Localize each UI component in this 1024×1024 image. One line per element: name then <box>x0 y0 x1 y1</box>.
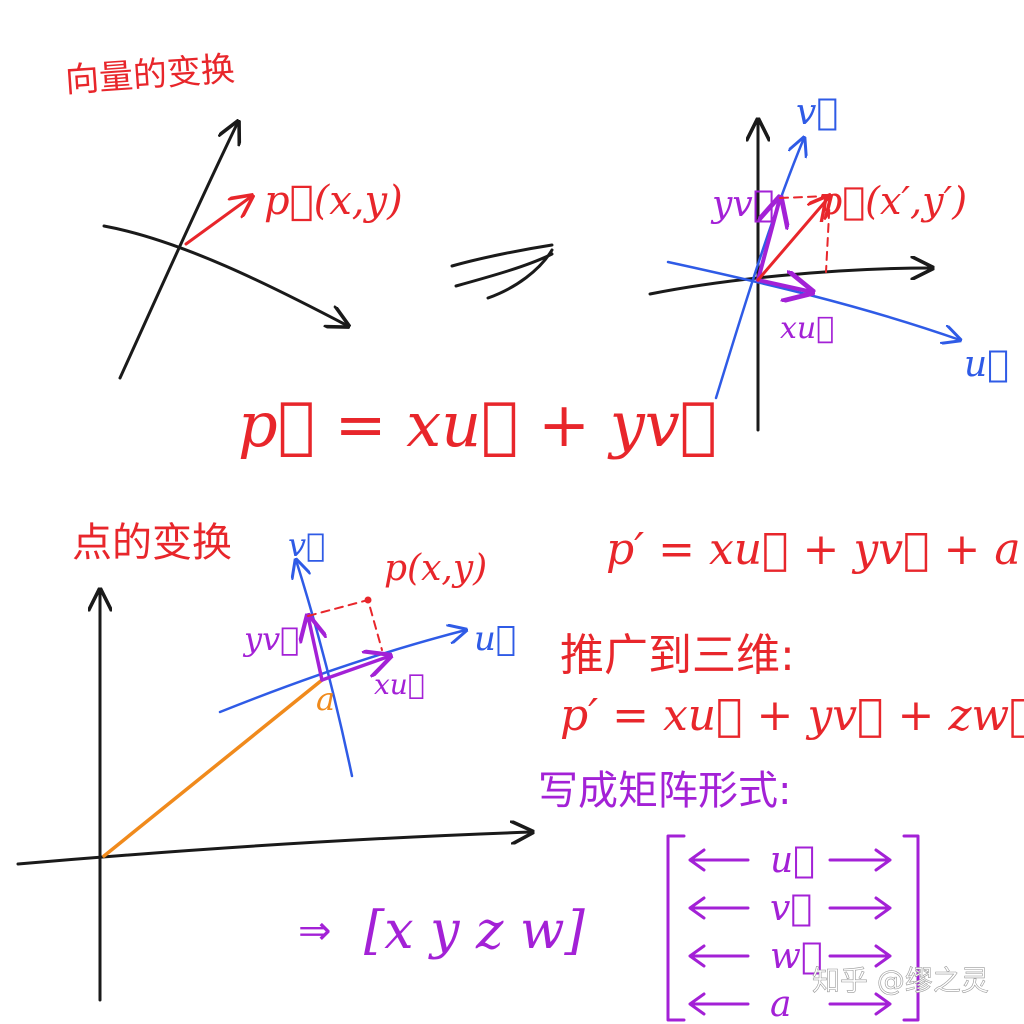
matrix-brackets <box>666 834 920 1022</box>
label-a: a <box>316 680 335 718</box>
vector-p-prime <box>756 196 830 282</box>
vector-yv-local <box>308 616 322 682</box>
watermark: 知乎 @缪之灵 <box>812 964 989 997</box>
label-p-prime: p⃗(x′,y′) <box>818 179 967 223</box>
label-yv-top: yv⃗ <box>710 184 774 225</box>
vector-yv <box>756 198 780 282</box>
label-u-top: u⃗ <box>964 344 1009 385</box>
matrix-row-right-arrow <box>828 992 892 1016</box>
matrix-row-label: u⃗ <box>770 840 815 881</box>
vector-xu <box>756 280 812 292</box>
vector-p-arrow <box>184 196 252 246</box>
matrix-row-label: a <box>770 984 791 1024</box>
heading-point-transform: 点的变换 <box>72 520 232 566</box>
label-yv-bottom: yv⃗ <box>242 620 299 658</box>
axes-origin <box>16 590 532 1002</box>
matrix-row-right-arrow <box>828 848 892 872</box>
vector-xu-local <box>320 656 390 682</box>
matrix-arrow: ⇒ <box>298 908 332 954</box>
matrix-row-left-arrow <box>688 944 750 968</box>
row-vector: [x y z w] <box>364 901 585 961</box>
transform-arrow <box>450 243 554 300</box>
matrix-rows: u⃗ v⃗ w⃗ a <box>688 840 892 1024</box>
matrix-row-left-arrow <box>688 896 750 920</box>
label-xu-top: xu⃗ <box>780 311 834 346</box>
matrix-row-label: v⃗ <box>770 888 812 929</box>
heading-vector-transform: 向量的变换 <box>64 49 236 101</box>
axes-original <box>102 122 348 380</box>
matrix-row-right-arrow <box>828 944 892 968</box>
equation-3d: p′ = xu⃗ + yv⃗ + zw⃗ + a <box>560 690 1024 741</box>
point-p <box>364 596 372 604</box>
matrix-row-label: w⃗ <box>770 936 822 977</box>
label-p-point: p(x,y) <box>384 548 487 589</box>
local-axes <box>218 560 466 778</box>
label-v-bottom: v⃗ <box>288 526 325 564</box>
matrix-row-left-arrow <box>688 992 750 1016</box>
label-u-bottom: u⃗ <box>474 619 516 659</box>
matrix-row-left-arrow <box>688 848 750 872</box>
label-p-xy: p⃗(x,y) <box>264 178 403 224</box>
dashed-projection <box>779 195 831 273</box>
heading-matrix-form: 写成矩阵形式: <box>538 768 791 814</box>
equation-vector: p⃗ = xu⃗ + yv⃗ <box>238 388 717 461</box>
equation-point: p′ = xu⃗ + yv⃗ + a <box>606 524 1021 575</box>
matrix-row-right-arrow <box>828 896 892 920</box>
vector-origin-a <box>102 678 324 858</box>
label-v-top: v⃗ <box>796 92 838 133</box>
axes-world <box>648 120 932 432</box>
label-xu-bottom: xu⃗ <box>374 668 425 701</box>
heading-extend-3d: 推广到三维: <box>560 630 795 681</box>
